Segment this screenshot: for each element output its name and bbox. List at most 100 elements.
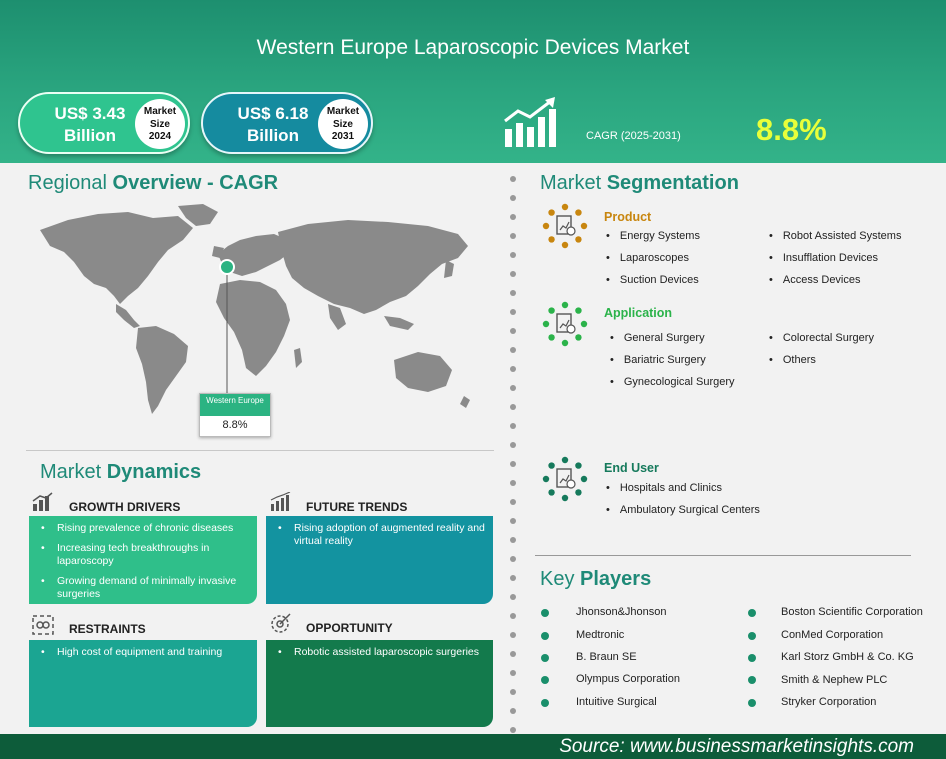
cagr-label: CAGR (2025-2031) <box>586 130 681 142</box>
divider-dot <box>510 708 516 714</box>
restraint-icon <box>32 615 54 635</box>
chart-line <box>559 319 570 329</box>
list-item: Suction Devices <box>606 274 699 286</box>
list-item: Growing demand of minimally invasive sur… <box>39 575 249 601</box>
player-name: ConMed Corporation <box>781 629 884 641</box>
product-icon <box>542 203 588 249</box>
bullet-icon <box>748 632 756 640</box>
divider-dot <box>510 518 516 524</box>
market-size-2031-pill: US$ 6.18 Billion Market Size 2031 <box>201 92 373 154</box>
bullet-icon <box>748 676 756 684</box>
player-name: Medtronic <box>576 629 625 641</box>
title-light: Market <box>540 172 602 194</box>
cagr-value: 8.8% <box>756 112 827 147</box>
future-trends-box: Rising adoption of augmented reality and… <box>266 516 493 604</box>
footer-bar <box>0 734 946 759</box>
world-map <box>40 204 470 414</box>
divider-dot <box>510 575 516 581</box>
list-item: Robotic assisted laparoscopic surgeries <box>276 646 485 659</box>
list-item: Bariatric Surgery <box>610 354 706 366</box>
divider-dot <box>510 689 516 695</box>
target-gear-icon <box>271 613 291 633</box>
ring-dot <box>561 203 569 211</box>
growth-drivers-box: Rising prevalence of chronic diseases In… <box>29 516 257 604</box>
player-name: Intuitive Surgical <box>576 696 657 708</box>
list-item: Laparoscopes <box>606 252 689 264</box>
section-divider <box>26 450 494 451</box>
ring-dot <box>575 334 582 341</box>
divider-dot <box>510 404 516 410</box>
region-cagr-value: 8.8% <box>222 419 248 431</box>
title-bold: Segmentation <box>606 172 739 194</box>
divider-dot <box>510 366 516 372</box>
trend-chart-icon <box>270 492 291 511</box>
ring-dot <box>580 320 588 328</box>
ring-dot <box>575 236 582 243</box>
document-shape <box>556 313 572 333</box>
divider-dot <box>510 537 516 543</box>
magnifier-shape <box>566 226 576 236</box>
market-dynamics-title: Market Dynamics <box>40 461 201 484</box>
bullet-icon <box>541 654 549 662</box>
title-light: Regional <box>28 172 107 194</box>
divider-dot <box>510 670 516 676</box>
ring-dot <box>561 301 569 309</box>
section-divider <box>535 555 911 556</box>
divider-dot <box>510 499 516 505</box>
list-item: High cost of equipment and training <box>39 646 249 659</box>
player-name: Karl Storz GmbH & Co. KG <box>781 651 914 663</box>
magnifier-shape <box>566 324 576 334</box>
market-size-year-badge: Market Size 2031 <box>318 99 368 149</box>
divider-dot <box>510 385 516 391</box>
ring-dot <box>575 307 582 314</box>
divider-dot <box>510 290 516 296</box>
key-players-title: Key Players <box>540 568 651 591</box>
end-user-icon <box>542 456 588 502</box>
growth-chart-icon <box>504 97 556 147</box>
list-item: Insufflation Devices <box>769 252 878 264</box>
ring-dot <box>548 334 555 341</box>
market-size-year-badge: Market Size 2024 <box>135 99 185 149</box>
list-item: Ambulatory Surgical Centers <box>606 504 760 516</box>
source-link[interactable]: Source: www.businessmarketinsights.com <box>559 736 914 757</box>
player-name: Boston Scientific Corporation <box>781 606 923 618</box>
application-icon <box>542 301 588 347</box>
title-light: Key <box>540 568 575 590</box>
divider-dot <box>510 442 516 448</box>
bullet-icon <box>541 676 549 684</box>
ring-dot <box>548 489 555 496</box>
list-item: Energy Systems <box>606 230 700 242</box>
region-callout: Western Europe 8.8% <box>199 393 271 437</box>
ring-dot <box>561 456 569 464</box>
chart-line <box>559 474 570 484</box>
divider-dot <box>510 233 516 239</box>
divider-dot <box>510 252 516 258</box>
ring-dot <box>575 462 582 469</box>
opportunity-title: OPPORTUNITY <box>306 621 393 635</box>
divider-dot <box>510 632 516 638</box>
ring-dot <box>561 241 569 249</box>
page-title: Western Europe Laparoscopic Devices Mark… <box>256 36 690 59</box>
bullet-icon <box>541 699 549 707</box>
bullet-icon <box>748 699 756 707</box>
player-name: Olympus Corporation <box>576 673 680 685</box>
chart-line <box>559 221 570 231</box>
end-user-title: End User <box>604 461 659 475</box>
divider-dot <box>510 613 516 619</box>
title-bold: Overview - CAGR <box>112 172 279 194</box>
divider-dot <box>510 309 516 315</box>
list-item: General Surgery <box>610 332 705 344</box>
divider-dot <box>510 727 516 733</box>
ring-dot <box>580 475 588 483</box>
ring-dot <box>561 494 569 502</box>
bar-chart-icon <box>32 492 53 511</box>
divider-dot <box>510 347 516 353</box>
divider-dot <box>510 195 516 201</box>
divider-dot <box>510 176 516 182</box>
ring-dot <box>561 339 569 347</box>
list-item: Colorectal Surgery <box>769 332 874 344</box>
badge-label: Market <box>326 106 360 117</box>
ring-dot <box>575 489 582 496</box>
badge-year: 2024 <box>148 131 172 142</box>
future-trends-title: FUTURE TRENDS <box>306 500 408 514</box>
